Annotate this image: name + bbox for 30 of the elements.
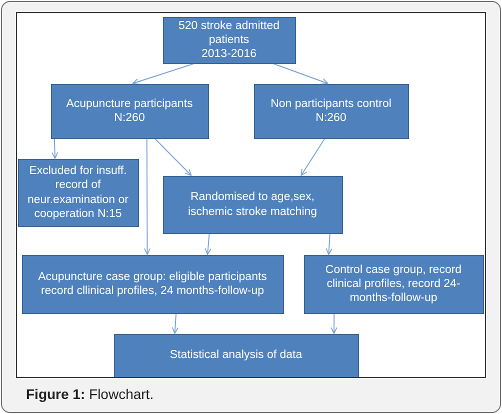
box-text: N:260 <box>316 111 346 126</box>
arrow <box>326 233 332 255</box>
box-text: Control case group, record clinical profiles, record 24-months-follow-up <box>324 262 463 306</box>
process-box <box>162 176 342 234</box>
box-text: Acupuncture participants <box>66 96 193 111</box>
arrow <box>154 138 192 176</box>
arrow <box>330 313 338 334</box>
box-text: 520 stroke admitted patients <box>177 18 280 48</box>
process-box <box>22 254 284 314</box>
process-box <box>254 84 408 138</box>
box-text: Non participants control <box>270 96 392 111</box>
figure-caption: Figure 1: Flowchart. <box>26 386 154 402</box>
process-box <box>50 84 208 138</box>
box-text: Acupuncture case group: eligible participants record cllinical profiles, 24 months-follow-up <box>37 270 268 298</box>
arrow <box>204 233 212 255</box>
arrow <box>144 138 150 255</box>
process-box <box>18 158 138 226</box>
process-box <box>304 254 484 314</box>
box-text: Statistical analysis of data <box>170 348 302 362</box>
box-text: 2013-2016 <box>202 47 256 62</box>
box-text: N:260 <box>114 111 145 126</box>
process-box <box>162 16 296 64</box>
process-box <box>114 334 358 376</box>
arrow <box>172 313 178 334</box>
arrow <box>52 138 58 159</box>
arrow <box>132 63 195 85</box>
box-text: Randomised to age,sex, ischemic stroke matching <box>186 190 318 219</box>
arrow <box>272 63 328 85</box>
box-text: Excluded for insuff. record of neur.examination or cooperation N:15 <box>26 164 130 221</box>
arrow <box>300 138 326 176</box>
